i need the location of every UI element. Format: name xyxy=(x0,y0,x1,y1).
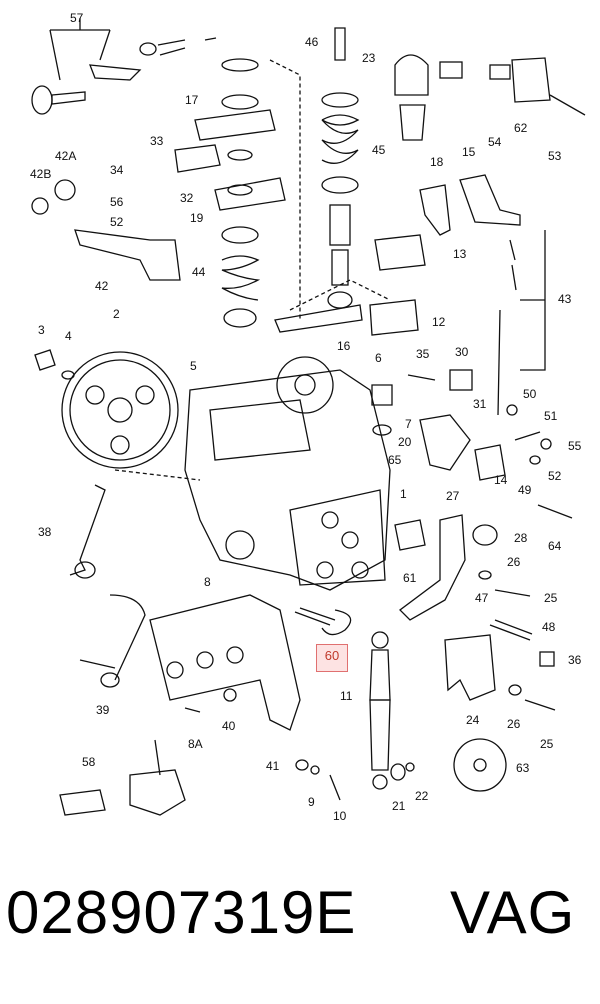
label-38: 38 xyxy=(38,525,52,539)
label-42B: 42B xyxy=(30,167,51,181)
label-49: 49 xyxy=(518,483,532,497)
label-30: 30 xyxy=(455,345,469,359)
part-number: 028907319E xyxy=(6,879,357,946)
label-34: 34 xyxy=(110,163,124,177)
label-50: 50 xyxy=(523,387,537,401)
label-12: 12 xyxy=(432,315,446,329)
label-32: 32 xyxy=(180,191,194,205)
label-18: 18 xyxy=(430,155,444,169)
label-54: 54 xyxy=(488,135,502,149)
label-35: 35 xyxy=(416,347,430,361)
label-40: 40 xyxy=(222,719,236,733)
diagram-canvas: 57 46 23 62 17 33 34 32 42A 42B 56 52 19… xyxy=(30,11,586,823)
highlight-box xyxy=(316,644,348,672)
label-62: 62 xyxy=(514,121,528,135)
label-25b: 25 xyxy=(540,737,554,751)
label-24: 24 xyxy=(466,713,480,727)
label-1: 1 xyxy=(400,487,407,501)
label-4: 4 xyxy=(65,329,72,343)
label-52b: 52 xyxy=(548,469,562,483)
label-11: 11 xyxy=(340,689,353,703)
label-44: 44 xyxy=(192,265,206,279)
label-55: 55 xyxy=(568,439,582,453)
label-15: 15 xyxy=(462,145,476,159)
label-28: 28 xyxy=(514,531,528,545)
label-16: 16 xyxy=(337,339,351,353)
label-19: 19 xyxy=(190,211,204,225)
label-42: 42 xyxy=(95,279,109,293)
label-51: 51 xyxy=(544,409,558,423)
label-39: 39 xyxy=(96,703,110,717)
label-47: 47 xyxy=(475,591,489,605)
label-17: 17 xyxy=(185,93,199,107)
label-7: 7 xyxy=(405,417,412,431)
callout-labels: 57 46 23 62 17 33 34 32 42A 42B 56 52 19… xyxy=(30,11,582,823)
label-14: 14 xyxy=(494,473,508,487)
highlighted-label-60: 60 xyxy=(324,648,340,663)
label-5: 5 xyxy=(190,359,197,373)
label-31: 31 xyxy=(473,397,487,411)
label-45: 45 xyxy=(372,143,386,157)
label-26: 26 xyxy=(507,555,521,569)
label-8A: 8A xyxy=(188,737,203,751)
label-36: 36 xyxy=(568,653,582,667)
label-26b: 26 xyxy=(507,717,521,731)
label-23: 23 xyxy=(362,51,376,65)
label-20: 20 xyxy=(398,435,412,449)
label-22: 22 xyxy=(415,789,429,803)
exploded-parts-diagram: 57 46 23 62 17 33 34 32 42A 42B 56 52 19… xyxy=(30,11,586,823)
label-21: 21 xyxy=(392,799,406,813)
label-25: 25 xyxy=(544,591,558,605)
label-9: 9 xyxy=(308,795,315,809)
label-48: 48 xyxy=(542,620,556,634)
label-63: 63 xyxy=(516,761,530,775)
label-33: 33 xyxy=(150,134,164,148)
label-65: 65 xyxy=(388,453,402,467)
label-3: 3 xyxy=(38,323,45,337)
part-drawings xyxy=(31,18,586,816)
label-43: 43 xyxy=(558,292,572,306)
label-8: 8 xyxy=(204,575,211,589)
label-42A: 42A xyxy=(55,149,76,163)
make-label: VAG xyxy=(450,879,576,946)
label-61: 61 xyxy=(403,571,417,585)
label-58: 58 xyxy=(82,755,96,769)
label-2: 2 xyxy=(113,307,120,321)
label-64: 64 xyxy=(548,539,562,553)
label-6: 6 xyxy=(375,351,382,365)
label-57: 57 xyxy=(70,11,84,25)
label-46: 46 xyxy=(305,35,319,49)
label-13: 13 xyxy=(453,247,467,261)
label-41: 41 xyxy=(266,759,280,773)
label-10: 10 xyxy=(333,809,347,823)
label-56: 56 xyxy=(110,195,124,209)
label-52: 52 xyxy=(110,215,124,229)
label-53: 53 xyxy=(548,149,562,163)
label-27: 27 xyxy=(446,489,460,503)
